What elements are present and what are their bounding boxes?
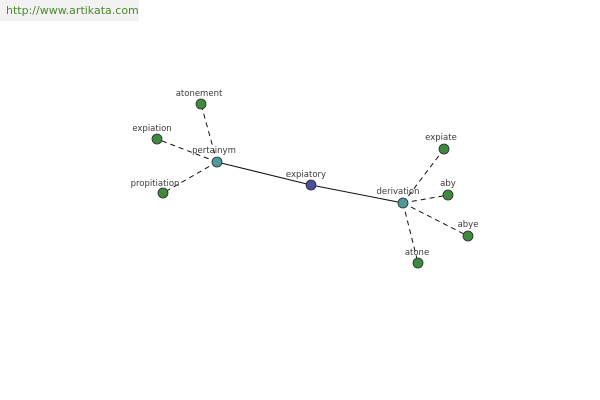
- node-expiation[interactable]: [151, 133, 163, 145]
- node-pertainym[interactable]: [211, 156, 223, 168]
- node-label-pertainym: pertainym: [192, 146, 236, 156]
- edge-derivation-abye: [402, 202, 469, 237]
- node-label-abye: abye: [458, 220, 479, 230]
- node-atone[interactable]: [412, 257, 424, 269]
- node-expiatory[interactable]: [305, 179, 317, 191]
- node-propitiation[interactable]: [157, 187, 169, 199]
- edge-expiatory-pertainym: [216, 161, 312, 186]
- node-derivation[interactable]: [397, 197, 409, 209]
- node-aby[interactable]: [442, 189, 454, 201]
- node-expiate[interactable]: [438, 143, 450, 155]
- node-label-expiation: expiation: [132, 124, 171, 134]
- edge-pertainym-expiation: [156, 138, 218, 163]
- edge-pertainym-atonement: [200, 103, 218, 163]
- node-label-atone: atone: [405, 248, 429, 258]
- edge-derivation-expiate: [402, 148, 445, 204]
- node-label-expiate: expiate: [425, 133, 457, 143]
- edge-pertainym-propitiation: [162, 161, 218, 194]
- nodes-layer: [151, 98, 474, 269]
- node-label-aby: aby: [440, 179, 456, 189]
- node-label-propitiation: propitiation: [131, 179, 180, 189]
- node-label-atonement: atonement: [176, 89, 223, 99]
- node-label-derivation: derivation: [376, 187, 419, 197]
- edge-derivation-aby: [402, 194, 449, 204]
- node-abye[interactable]: [462, 230, 474, 242]
- node-label-expiatory: expiatory: [286, 170, 326, 180]
- labels-layer: expiatory pertainym derivation atonement exp…: [131, 89, 479, 258]
- node-atonement[interactable]: [195, 98, 207, 110]
- edges-layer: [156, 103, 469, 264]
- edge-derivation-atone: [402, 202, 419, 264]
- source-url-link[interactable]: http://www.artikata.com: [0, 0, 139, 21]
- edge-expiatory-derivation: [310, 184, 404, 204]
